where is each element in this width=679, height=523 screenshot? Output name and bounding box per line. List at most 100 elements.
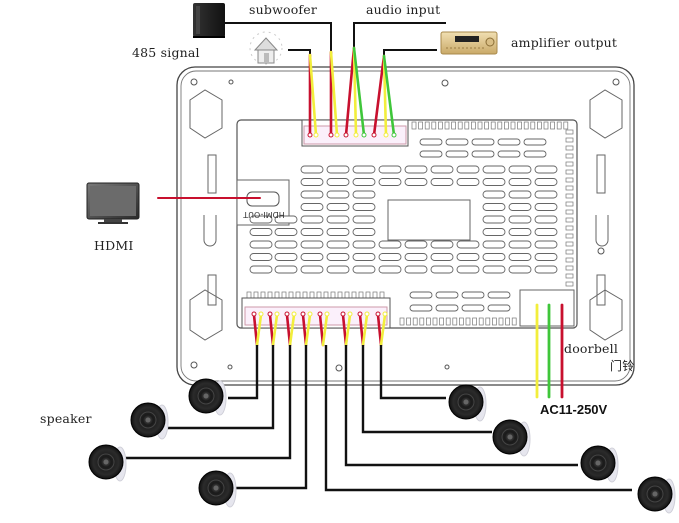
- panel-tooth: [471, 121, 476, 130]
- terminal-pin: [334, 132, 340, 138]
- speaker-icon: [88, 444, 127, 482]
- vent-slot: [482, 190, 506, 199]
- panel-tooth: [504, 121, 509, 130]
- panel-tooth: [556, 121, 562, 130]
- terminal-pin: [307, 132, 313, 138]
- speaker-icon: [637, 476, 676, 514]
- speaker-cap: [145, 417, 151, 423]
- subwoofer-label: subwoofer: [249, 2, 318, 17]
- vent-slot: [409, 304, 433, 312]
- speaker-wire-yellow: [288, 313, 296, 347]
- connector-wire: [329, 50, 339, 137]
- panel-tooth: [550, 121, 555, 130]
- panel-tooth: [565, 185, 574, 191]
- panel-tooth: [530, 121, 536, 130]
- vent-slot: [404, 165, 428, 174]
- vent-slot: [274, 240, 298, 249]
- vent-slot: [487, 291, 511, 299]
- speaker-icon: [580, 445, 619, 483]
- speaker-cable: [120, 345, 292, 460]
- panel-tooth: [399, 317, 405, 326]
- panel-tooth: [438, 121, 443, 130]
- terminal-pin: [353, 132, 359, 138]
- connector-wire: [308, 53, 318, 137]
- vent-slot: [300, 265, 324, 274]
- vent-slot: [326, 265, 350, 274]
- speaker-wire-yellow: [361, 313, 369, 347]
- speakers: [88, 378, 676, 514]
- terminal-pin: [251, 311, 257, 317]
- vent-slot: [461, 291, 485, 299]
- wires: [120, 22, 632, 492]
- panel-tooth: [565, 281, 574, 287]
- vent-slot: [534, 178, 558, 186]
- terminal-pin: [284, 311, 290, 317]
- vent-slot: [445, 138, 469, 146]
- vent-slot: [456, 178, 480, 186]
- audio-input-lead: [353, 22, 446, 48]
- vent-slot: [482, 165, 506, 174]
- hdmi-port-label: HDMI-OUT: [243, 210, 285, 219]
- vent-slot: [326, 178, 350, 186]
- panel-tooth: [406, 317, 411, 326]
- vent-slot: [430, 165, 454, 174]
- audio-input-label: audio input: [366, 2, 441, 17]
- vent-slot: [419, 138, 443, 146]
- terminal-pin: [371, 132, 377, 138]
- vent-slot: [378, 165, 402, 174]
- doorbell-cn-label: 门铃: [610, 359, 635, 373]
- speaker-cable: [228, 345, 259, 400]
- vent-slot: [456, 240, 480, 249]
- vent-slot: [352, 165, 376, 174]
- vent-slot: [378, 253, 402, 261]
- speaker-ring: [139, 411, 157, 429]
- panel-tooth: [490, 121, 496, 130]
- connector-wire: [352, 46, 366, 137]
- panel-tooth: [451, 121, 456, 130]
- panel-tooth: [444, 121, 450, 130]
- vent-slot: [471, 138, 495, 146]
- tv-icon: [86, 182, 140, 224]
- terminal-pin: [391, 132, 397, 138]
- panel-tooth: [565, 145, 574, 151]
- vent-slot: [326, 240, 350, 249]
- vent-slot: [430, 240, 454, 249]
- speaker-cap: [595, 460, 601, 466]
- speaker-ring: [457, 393, 475, 411]
- panel-tooth: [565, 273, 574, 279]
- vent-slot: [435, 291, 459, 299]
- panel-tooth: [565, 193, 574, 199]
- terminal-pin: [307, 311, 313, 317]
- panel-tooth: [464, 121, 470, 130]
- panel-tooth: [565, 257, 574, 263]
- panel-tooth: [565, 169, 574, 175]
- vent-slot: [300, 253, 324, 261]
- panel-tooth: [431, 121, 437, 130]
- vent-slot: [482, 240, 506, 249]
- vent-slot: [352, 228, 376, 236]
- panel-tooth: [478, 317, 484, 326]
- panel-tooth: [537, 121, 542, 130]
- speaker-wire-yellow: [321, 313, 329, 347]
- vent-slot: [508, 240, 532, 249]
- vent-slot: [300, 228, 324, 236]
- terminal-pin: [300, 311, 306, 317]
- vent-slot: [497, 138, 521, 146]
- panel-tooth: [565, 241, 574, 247]
- vent-slot: [508, 190, 532, 199]
- terminal-pin: [313, 132, 319, 138]
- vent-slot: [378, 265, 402, 274]
- speaker-cap: [507, 434, 513, 440]
- speaker-icon: [130, 402, 169, 440]
- speaker-label: speaker: [40, 411, 92, 426]
- vent-slot: [404, 240, 428, 249]
- vent-slot: [300, 190, 324, 199]
- vent-slot: [534, 190, 558, 199]
- terminal-pin: [347, 311, 353, 317]
- vent-slot: [300, 240, 324, 249]
- vent-slot: [482, 228, 506, 236]
- speaker-ring: [207, 479, 225, 497]
- vent-slot: [326, 165, 350, 174]
- speaker-wire-yellow: [304, 313, 312, 347]
